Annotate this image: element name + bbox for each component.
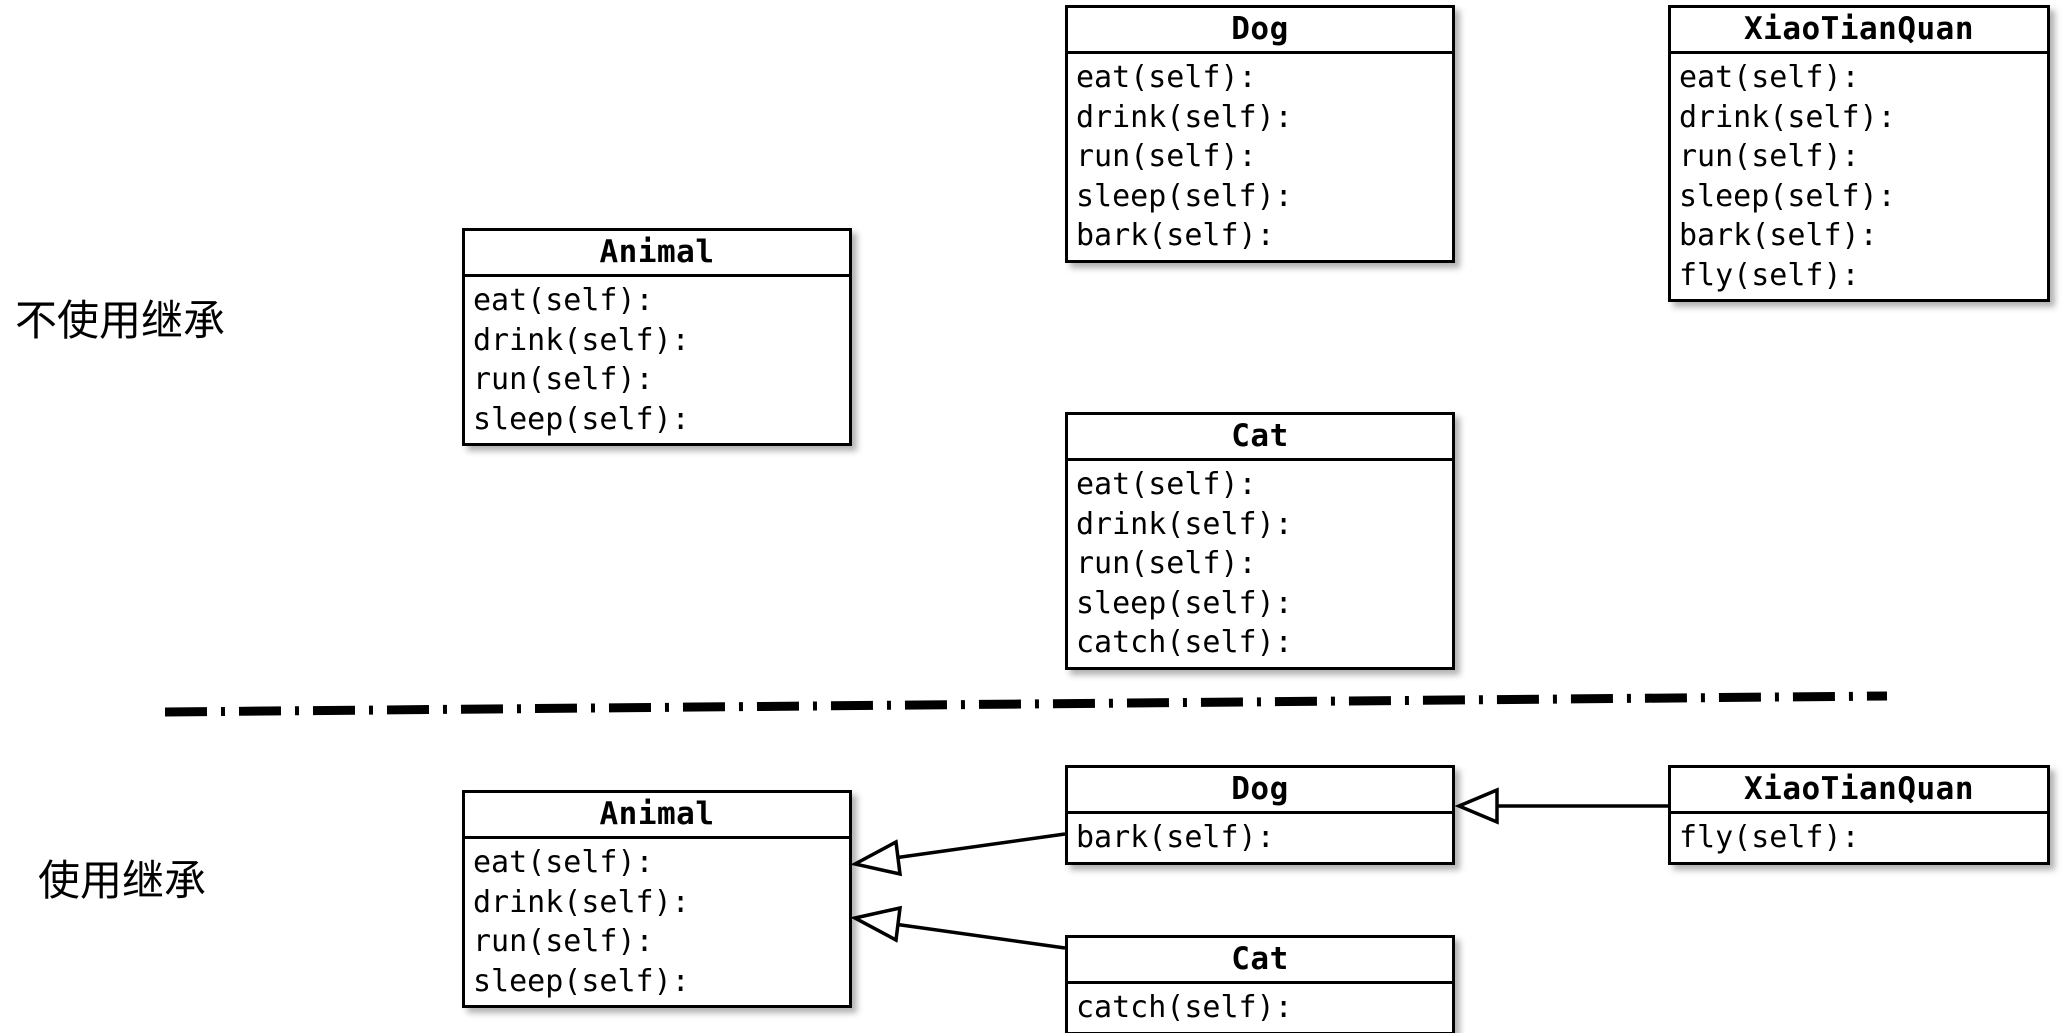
- class-box-animal-top[interactable]: Animal eat(self): drink(self): run(self)…: [462, 228, 852, 446]
- class-title: Dog: [1068, 768, 1452, 814]
- class-member: fly(self):: [1679, 820, 1860, 855]
- generalization-dog-to-animal: [850, 832, 1066, 877]
- class-member: drink(self):: [1076, 99, 1293, 135]
- class-member: run(self):: [473, 362, 654, 397]
- class-member: bark(self):: [1679, 218, 1878, 253]
- class-members: eat(self): drink(self): run(self): sleep…: [465, 277, 849, 443]
- class-members: eat(self): drink(self): run(self): sleep…: [1068, 54, 1452, 260]
- class-member: sleep(self):: [1679, 178, 1896, 214]
- class-member: eat(self):: [473, 283, 654, 318]
- class-member: sleep(self):: [1076, 585, 1293, 621]
- class-member: eat(self):: [1076, 60, 1257, 95]
- class-member: sleep(self):: [473, 963, 690, 999]
- class-member: eat(self):: [1076, 467, 1257, 502]
- class-member: sleep(self):: [1076, 178, 1293, 214]
- class-members: bark(self):: [1068, 814, 1452, 862]
- class-member: drink(self):: [473, 884, 690, 920]
- section-label-use-inheritance: 使用继承: [38, 856, 207, 905]
- section-label-no-inheritance: 不使用继承: [15, 296, 226, 345]
- class-box-cat-top[interactable]: Cat eat(self): drink(self): run(self): s…: [1065, 412, 1455, 670]
- class-members: catch(self):: [1068, 984, 1452, 1032]
- class-title: XiaoTianQuan: [1671, 768, 2047, 814]
- class-box-animal-bottom[interactable]: Animal eat(self): drink(self): run(self)…: [462, 790, 852, 1008]
- class-title: XiaoTianQuan: [1671, 8, 2047, 54]
- class-title: Dog: [1068, 8, 1452, 54]
- class-member: drink(self):: [1076, 506, 1293, 542]
- class-title: Cat: [1068, 938, 1452, 984]
- class-member: fly(self):: [1679, 257, 1860, 293]
- generalization-xiaotianquan-to-dog: [1454, 787, 1668, 825]
- class-title: Cat: [1068, 415, 1452, 461]
- class-member: catch(self):: [1076, 990, 1293, 1025]
- class-members: eat(self): drink(self): run(self): sleep…: [465, 839, 849, 1005]
- class-member: drink(self):: [473, 322, 690, 358]
- class-member: bark(self):: [1076, 820, 1275, 855]
- class-member: bark(self):: [1076, 218, 1275, 253]
- class-member: run(self):: [473, 924, 654, 959]
- class-box-dog-bottom[interactable]: Dog bark(self):: [1065, 765, 1455, 865]
- class-box-dog-top[interactable]: Dog eat(self): drink(self): run(self): s…: [1065, 5, 1455, 263]
- class-member: eat(self):: [473, 845, 654, 880]
- class-member: catch(self):: [1076, 625, 1293, 660]
- generalization-cat-to-animal: [850, 905, 1066, 950]
- class-members: eat(self): drink(self): run(self): sleep…: [1671, 54, 2047, 299]
- class-member: run(self):: [1679, 139, 1860, 174]
- class-title: Animal: [465, 793, 849, 839]
- class-box-xiaotianquan-top[interactable]: XiaoTianQuan eat(self): drink(self): run…: [1668, 5, 2050, 302]
- class-members: fly(self):: [1671, 814, 2047, 862]
- class-member: sleep(self):: [473, 401, 690, 437]
- class-title: Animal: [465, 231, 849, 277]
- class-box-xiaotianquan-bottom[interactable]: XiaoTianQuan fly(self):: [1668, 765, 2050, 865]
- class-member: eat(self):: [1679, 60, 1860, 95]
- class-members: eat(self): drink(self): run(self): sleep…: [1068, 461, 1452, 667]
- section-divider: [165, 691, 1888, 717]
- class-member: run(self):: [1076, 139, 1257, 174]
- class-member: run(self):: [1076, 546, 1257, 581]
- class-box-cat-bottom[interactable]: Cat catch(self):: [1065, 935, 1455, 1033]
- class-member: drink(self):: [1679, 99, 1896, 135]
